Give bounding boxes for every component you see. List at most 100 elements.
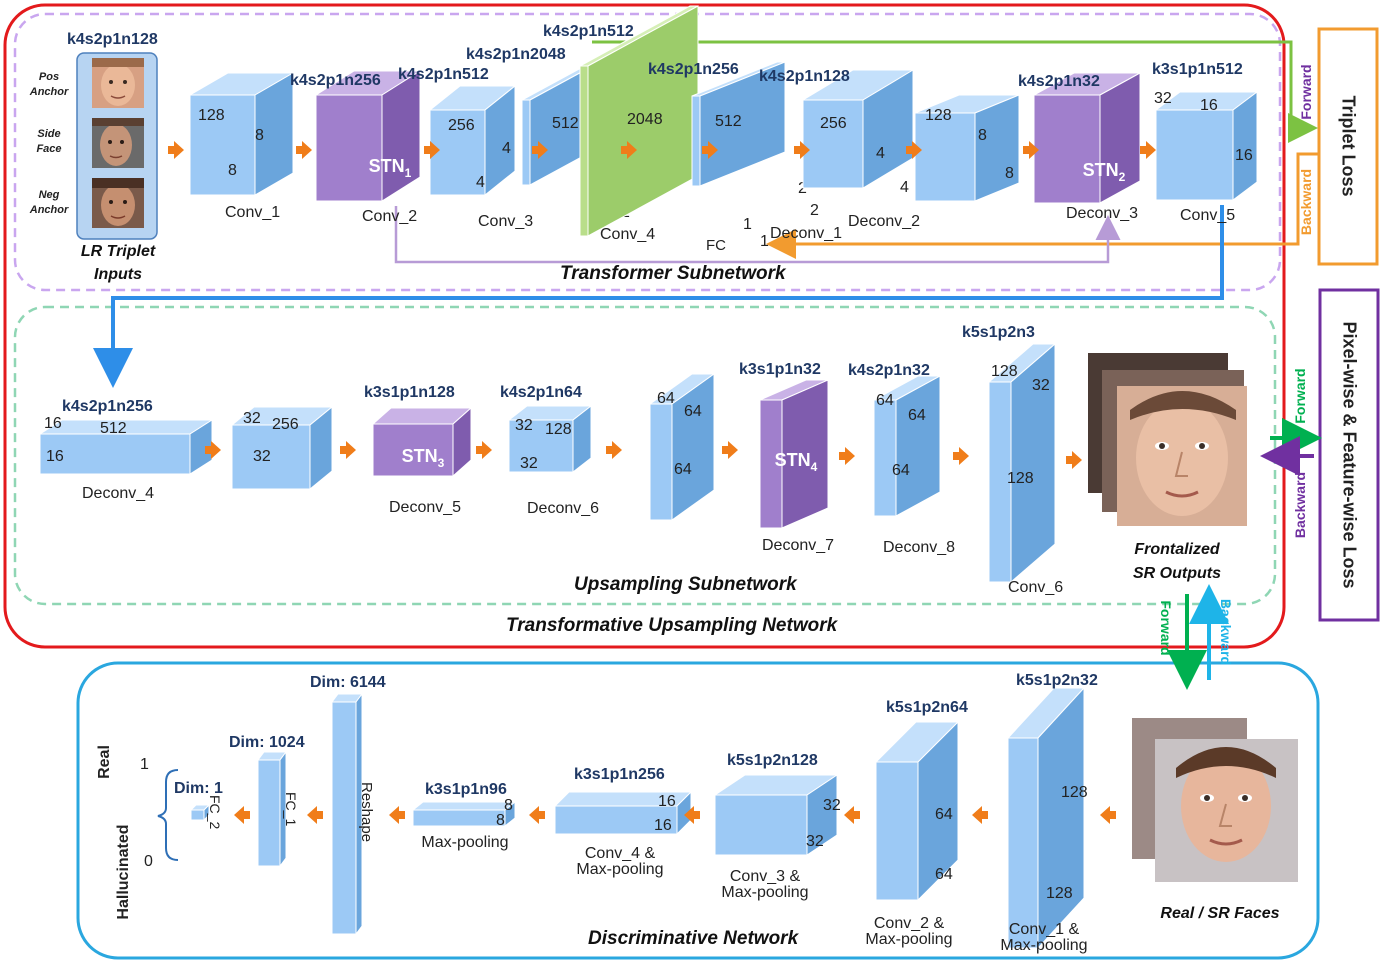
frontalized-sr-output-faces <box>1088 353 1247 526</box>
d-maxpool-spec: k3s1p1n96 <box>425 781 507 798</box>
conv1-name: Conv_1 <box>225 204 280 221</box>
deconv8-name: Deconv_8 <box>883 539 955 556</box>
d-conv4-spec: k3s1p1n256 <box>574 766 665 783</box>
arrow-fc-deconv1 <box>702 141 718 159</box>
stn2-label: STN2 <box>1083 160 1126 184</box>
deconv1-name: Deconv_1 <box>770 225 842 242</box>
deconv4-dim-height: 16 <box>46 448 64 465</box>
conv5-name: Conv_5 <box>1180 207 1235 224</box>
deconv5-name: Deconv_5 <box>389 499 461 516</box>
neg-anchor-face <box>92 178 144 228</box>
deconv6-spec: k4s2p1n64 <box>500 384 582 401</box>
arrow-deconv3-conv5 <box>1140 141 1156 159</box>
deconv4b-dim-height: 32 <box>253 448 271 465</box>
arrow-conv2-conv3 <box>424 141 440 159</box>
deconv4-spec: k4s2p1n256 <box>62 398 153 415</box>
tun-title: Transformative Upsampling Network <box>506 615 838 636</box>
deconv1-dim-channels: 512 <box>715 113 742 130</box>
pixel-backward-label: Backward <box>1292 471 1308 539</box>
deconv2-spec: k4s2p1n128 <box>759 68 850 85</box>
conv1-block <box>188 72 295 196</box>
deconv8-dim-height: 64 <box>892 462 910 479</box>
fc-block <box>579 5 699 237</box>
triplet-backward-label: Backward <box>1298 168 1314 236</box>
d-reshape-block <box>331 692 363 936</box>
pixel-forward-label: Forward <box>1292 368 1308 424</box>
conv6-block <box>987 342 1057 584</box>
lr-triplet-caption-1: LR Triplet <box>80 243 156 260</box>
backward-orange-connector <box>766 152 1318 259</box>
conv6-dim-width: 32 <box>1032 377 1050 394</box>
d-conv4-block <box>553 790 693 836</box>
d-conv4-dim-1: 16 <box>658 793 676 810</box>
d-reshape-name: Reshape <box>358 782 375 842</box>
real-sr-input-faces <box>1132 718 1298 882</box>
arrow-dmaxpool-dreshape <box>389 806 405 824</box>
arrow-conv1-conv2 <box>296 141 312 159</box>
arrow-dconv2-dconv3 <box>844 806 860 824</box>
lr-triplet-caption-2: Inputs <box>94 266 142 283</box>
conv5-dim-height: 16 <box>1235 147 1253 164</box>
d-conv3-name-1: Conv_3 & <box>730 868 801 885</box>
deconv2-dim-channels: 256 <box>820 115 847 132</box>
arrow-dreshape-dfc1 <box>307 806 323 824</box>
deconv6b-dim-width: 64 <box>684 403 702 420</box>
deconv7-spec: k3s1p1n32 <box>739 361 821 378</box>
d-conv3-spec: k5s1p2n128 <box>727 752 818 769</box>
arrow-dfc1-dfc2 <box>234 806 250 824</box>
transformer-to-upsampling-connector <box>93 205 1224 388</box>
conv2-name: Conv_2 <box>362 208 417 225</box>
d-reshape-spec: Dim: 6144 <box>310 674 386 691</box>
d-maxpool-block <box>411 800 517 828</box>
deconv4b-dim-width: 256 <box>272 416 299 433</box>
d-conv1-spec: k5s1p2n32 <box>1016 672 1098 689</box>
deconv7-name: Deconv_7 <box>762 537 834 554</box>
input-spec: k4s2p1n128 <box>67 31 158 48</box>
fc-name: FC <box>706 237 726 254</box>
neg-anchor-label: Neg Anchor <box>29 189 69 216</box>
arrow-input-conv1 <box>168 141 184 159</box>
deconv3-spec: k4s2p1n32 <box>1018 73 1100 90</box>
d-conv3-name-2: Max-pooling <box>721 884 808 901</box>
fc-dim-width: 1 <box>743 216 752 233</box>
d-conv1-dim-1: 128 <box>1061 784 1088 801</box>
deconv6-block <box>507 404 593 474</box>
d-conv2-dim-1: 64 <box>935 806 953 823</box>
deconv3-stn-block <box>1033 72 1141 204</box>
arrow-deconv5-deconv6 <box>476 441 492 459</box>
deconv2b-dim-height: 8 <box>1005 165 1014 182</box>
side-face-label: Side Face <box>36 128 62 155</box>
deconv6-dim-width: 128 <box>545 421 572 438</box>
conv4-spec: k4s2p1n2048 <box>466 46 566 63</box>
conv1-dim-width: 8 <box>255 127 264 144</box>
d-conv2-name-1: Conv_2 & <box>874 915 945 932</box>
deconv6-dim-channels: 32 <box>515 417 533 434</box>
arrow-dconv3-dconv4 <box>684 806 700 824</box>
d-conv1-name-2: Max-pooling <box>1000 937 1087 954</box>
arrow-deconv6-deconv6b <box>606 441 622 459</box>
d-conv2-dim-2: 64 <box>935 866 953 883</box>
deconv2b-block <box>914 94 1020 202</box>
deconv6-dim-height: 32 <box>520 455 538 472</box>
discriminative-network-title: Discriminative Network <box>588 928 799 949</box>
d-conv2-block <box>874 720 960 902</box>
triplet-loss-label: Triplet Loss <box>1338 95 1359 197</box>
real-value-one: 1 <box>140 756 149 773</box>
deconv4-dim-width: 512 <box>100 420 127 437</box>
arrow-deconv4b-deconv5 <box>340 441 356 459</box>
deconv8-block <box>873 375 941 517</box>
transformer-subnetwork-region <box>13 12 1282 292</box>
conv6-dim-height: 128 <box>1007 470 1034 487</box>
outputs-caption-2: SR Outputs <box>1133 565 1221 582</box>
d-fc2-spec: Dim: 1 <box>174 780 223 797</box>
conv3-block <box>428 84 517 197</box>
deconv8-dim-width: 64 <box>908 407 926 424</box>
d-maxpool-dim-1: 8 <box>504 797 513 814</box>
fc-spec: k4s2p1n512 <box>543 23 634 40</box>
arrow-deconv2b-deconv3 <box>1023 141 1039 159</box>
fc-dim-channels: 2048 <box>627 111 663 128</box>
deconv6b-block <box>648 373 716 521</box>
discriminative-network-region <box>76 661 1320 960</box>
